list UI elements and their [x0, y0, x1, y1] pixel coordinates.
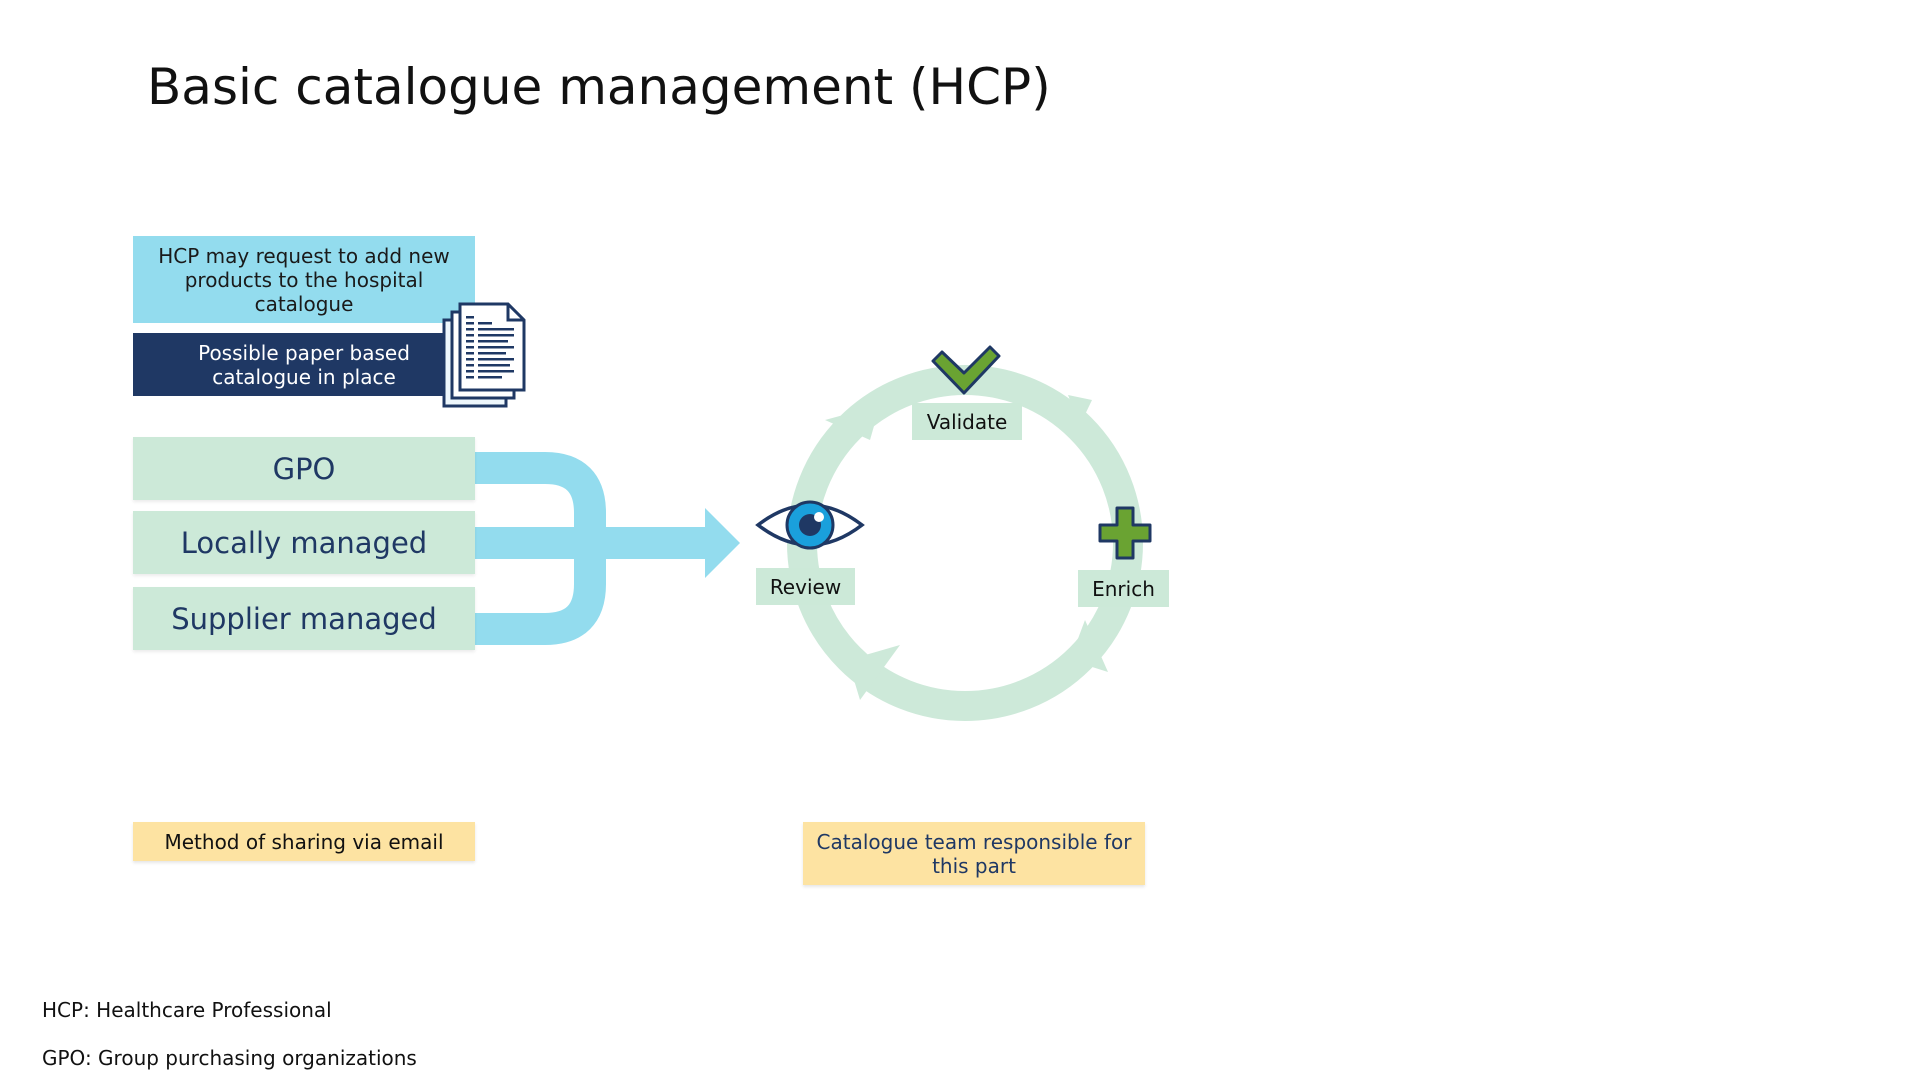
note-email-sharing: Method of sharing via email	[133, 822, 475, 861]
merge-arrow-head	[705, 508, 740, 578]
cycle-arrowhead	[1070, 620, 1108, 672]
cycle-arrowhead	[1068, 395, 1092, 425]
merge-connector	[475, 452, 740, 645]
footnote-gpo: GPO: Group purchasing organizations	[42, 1046, 417, 1070]
source-locally-managed: Locally managed	[133, 511, 475, 574]
plus-icon	[1098, 506, 1152, 560]
request-box: HCP may request to add new products to t…	[133, 236, 475, 323]
cycle-arrowhead	[825, 405, 880, 440]
paper-catalogue-box: Possible paper based catalogue in place	[133, 333, 475, 396]
footnote-hcp: HCP: Healthcare Professional	[42, 998, 332, 1022]
cycle-label-review: Review	[756, 568, 855, 605]
note-catalogue-team: Catalogue team responsible for this part	[803, 822, 1145, 885]
page-title: Basic catalogue management (HCP)	[147, 58, 1051, 116]
document-stack-icon	[442, 302, 526, 408]
checkmark-icon	[931, 345, 1001, 395]
source-gpo: GPO	[133, 437, 475, 500]
cycle-arrowhead	[848, 645, 900, 700]
source-supplier-managed: Supplier managed	[133, 587, 475, 650]
cycle-label-validate: Validate	[912, 403, 1022, 440]
cycle-label-enrich: Enrich	[1078, 570, 1169, 607]
eye-icon	[755, 500, 865, 550]
